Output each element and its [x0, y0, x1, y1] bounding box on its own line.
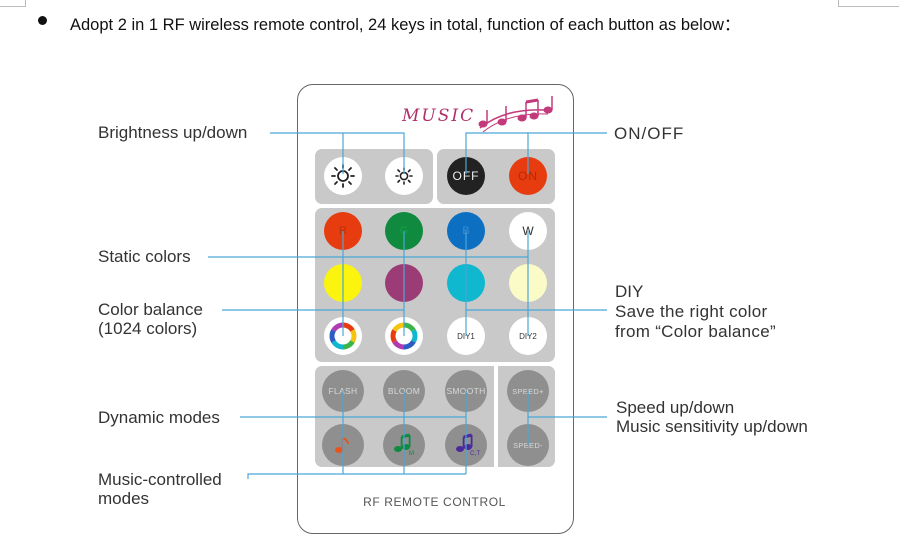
color-wheel-icon — [329, 322, 357, 350]
music-note-purple-icon — [456, 433, 473, 452]
label-music-2: modes — [98, 489, 150, 508]
label-color-balance-1: Color balance — [98, 300, 203, 319]
blue-button[interactable]: B — [447, 212, 485, 250]
flash-button[interactable]: FLASH — [322, 370, 364, 412]
music-mode-2-button[interactable]: M — [383, 424, 425, 466]
label-brightness: Brightness up/down — [98, 123, 248, 142]
label-dynamic-modes: Dynamic modes — [98, 408, 220, 427]
label-static-colors: Static colors — [98, 247, 191, 266]
remote-footer-text: RF REMOTE CONTROL — [363, 495, 506, 509]
cyan-button[interactable] — [447, 264, 485, 302]
music-note-red-icon — [335, 437, 349, 453]
color-balance-button-1[interactable] — [324, 317, 362, 355]
speed-down-button[interactable]: SPEED- — [507, 424, 549, 466]
warm-white-button[interactable] — [509, 264, 547, 302]
label-diy-3: from “Color balance” — [615, 322, 776, 341]
music-mode-3-tag: C,T — [470, 451, 481, 457]
music-logo-text: MUSIC — [402, 106, 476, 126]
red-button[interactable]: R — [324, 212, 362, 250]
color-wheel-icon — [390, 322, 418, 350]
music-logo: MUSIC — [402, 106, 475, 126]
bullet-point — [38, 16, 47, 25]
sun-small-icon — [395, 167, 413, 185]
white-button[interactable]: W — [509, 212, 547, 250]
yellow-button[interactable] — [324, 264, 362, 302]
label-color-balance-2: (1024 colors) — [98, 319, 198, 338]
music-mode-1-button[interactable] — [322, 424, 364, 466]
speed-up-button[interactable]: SPEED+ — [507, 370, 549, 412]
label-music-1: Music-controlled — [98, 470, 222, 489]
label-speed-1: Speed up/down — [616, 398, 735, 417]
color-balance-button-2[interactable] — [385, 317, 423, 355]
smooth-button[interactable]: SMOOTH — [445, 370, 487, 412]
diy2-button[interactable]: DIY2 — [509, 317, 547, 355]
music-mode-3-button[interactable]: C,T — [445, 424, 487, 466]
panel-divider — [494, 366, 498, 467]
brightness-up-button[interactable] — [324, 157, 362, 195]
label-on-off: ON/OFF — [614, 124, 685, 143]
green-button[interactable]: G — [385, 212, 423, 250]
off-button[interactable]: OFF — [447, 157, 485, 195]
page-corner-right — [838, 0, 899, 7]
label-speed-2: Music sensitivity up/down — [616, 417, 808, 436]
music-mode-2-tag: M — [409, 451, 415, 457]
diy1-button[interactable]: DIY1 — [447, 317, 485, 355]
brightness-down-button[interactable] — [385, 157, 423, 195]
label-diy-1: DIY — [615, 282, 644, 301]
label-diy-2: Save the right color — [615, 302, 768, 321]
sun-large-icon — [331, 164, 355, 188]
headline: Adopt 2 in 1 RF wireless remote control,… — [70, 16, 741, 34]
purple-button[interactable] — [385, 264, 423, 302]
on-button[interactable]: ON — [509, 157, 547, 195]
bloom-button[interactable]: BLOOM — [383, 370, 425, 412]
page-corner-left — [0, 0, 26, 7]
